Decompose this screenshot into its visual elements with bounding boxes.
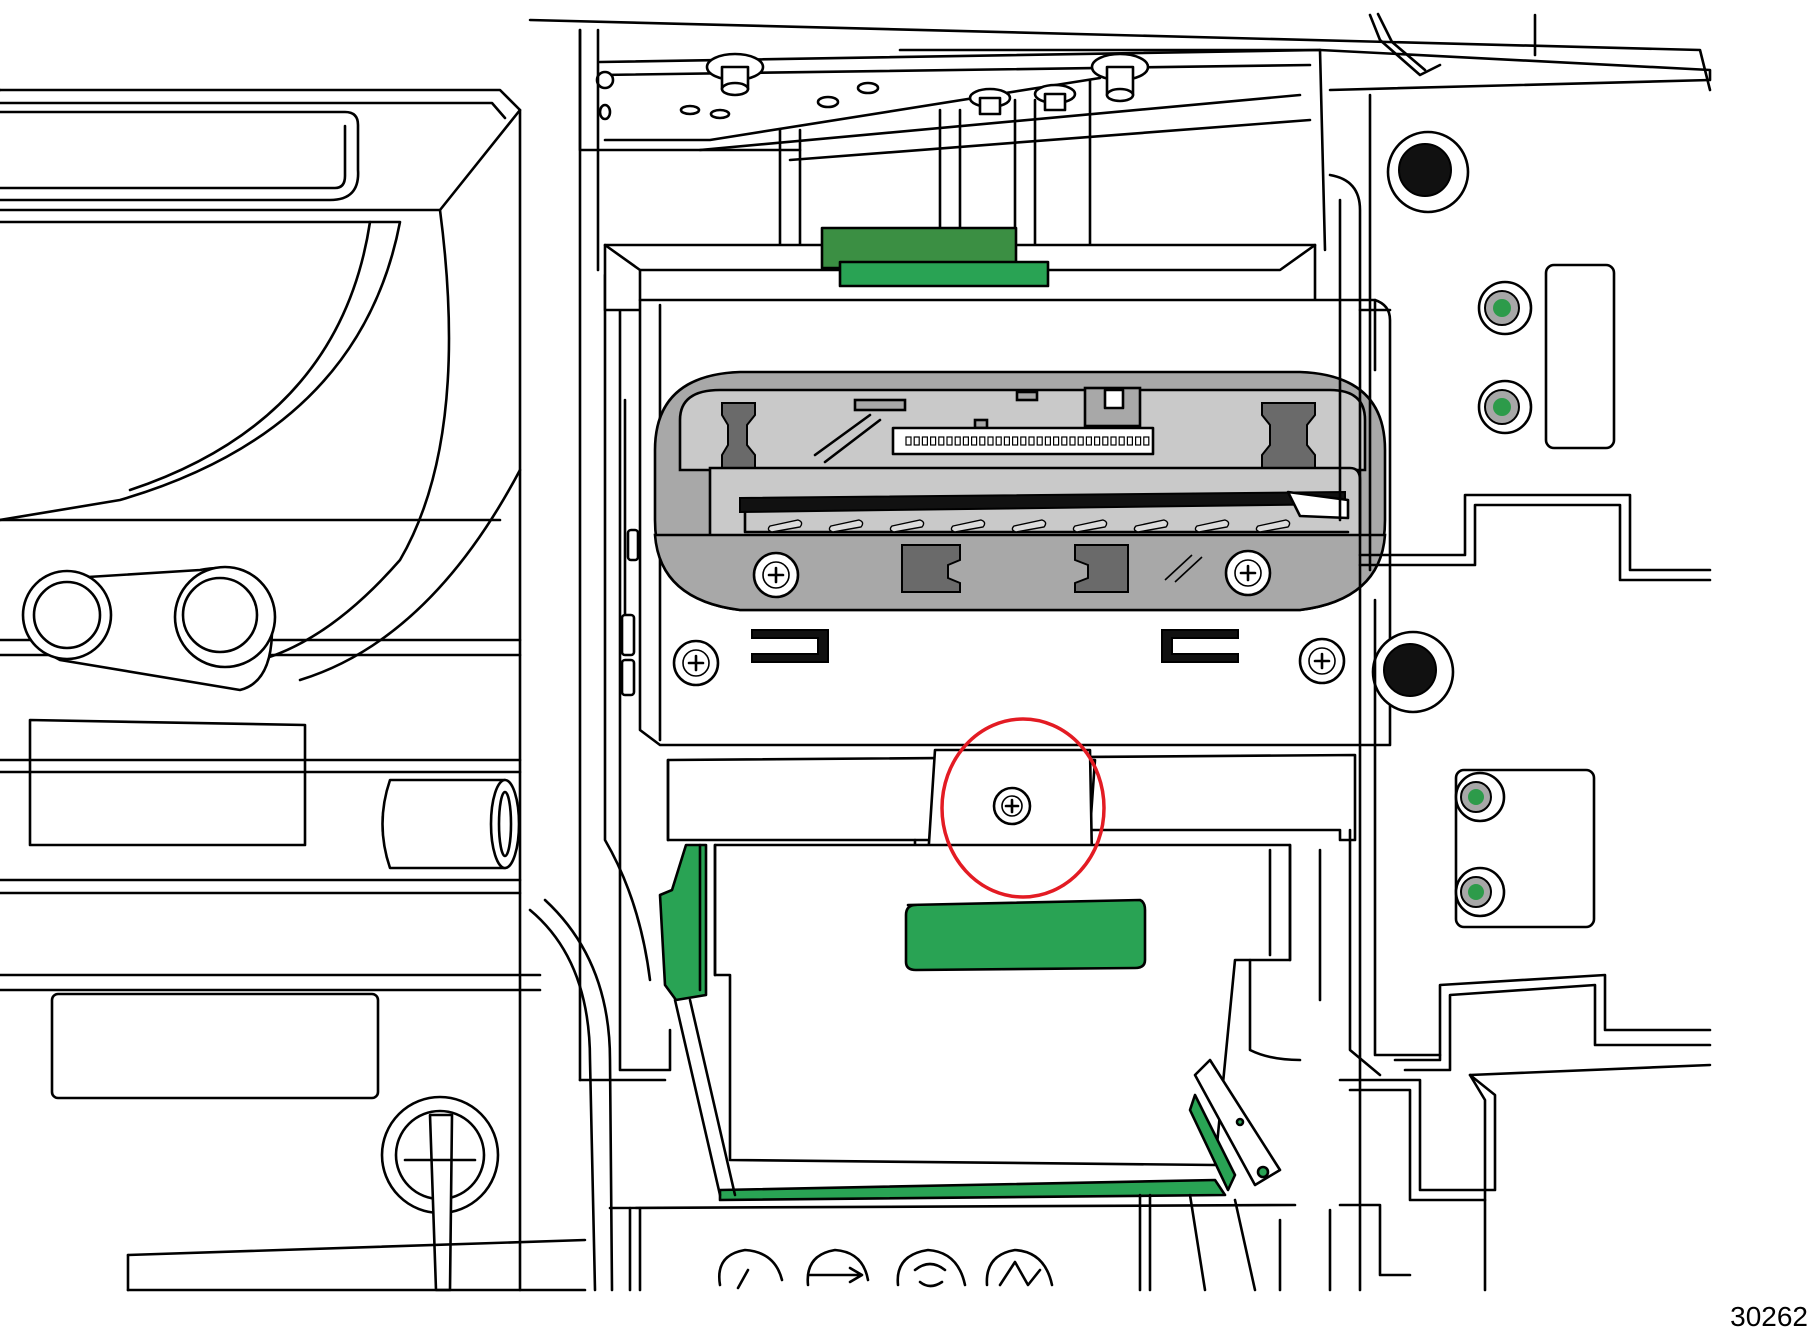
nut-icon — [1033, 83, 1077, 112]
pin — [1085, 436, 1093, 446]
center-housing — [578, 28, 1392, 1292]
pin — [946, 436, 953, 446]
highlighted-screw — [940, 717, 1106, 899]
pin — [995, 436, 1002, 446]
contact — [767, 519, 803, 533]
screw-icon — [672, 639, 720, 687]
pin — [1134, 436, 1142, 446]
pin — [979, 436, 986, 446]
pin — [1011, 436, 1019, 446]
nut-icon — [968, 87, 1012, 116]
contact — [1133, 519, 1169, 533]
pin — [905, 436, 912, 446]
pin — [913, 436, 920, 446]
screw-icon — [1298, 637, 1346, 685]
contact — [1011, 519, 1047, 533]
screw-icon — [992, 786, 1032, 826]
pin — [1052, 436, 1060, 446]
pin — [970, 436, 978, 446]
cycle-arrows-icon — [896, 1248, 967, 1288]
nut-icon — [705, 52, 765, 97]
rotate-arrow-icon — [717, 1248, 784, 1290]
pin — [962, 436, 970, 446]
pin — [938, 436, 945, 446]
pin — [1093, 436, 1101, 446]
pin — [1110, 436, 1117, 446]
pin — [1126, 436, 1134, 446]
pin — [1069, 436, 1076, 446]
contact — [889, 519, 925, 533]
contact — [828, 519, 864, 533]
pin — [954, 436, 961, 446]
pin — [1028, 436, 1035, 446]
contact — [1255, 519, 1291, 533]
pin — [921, 436, 929, 446]
highlight-circle — [940, 717, 1106, 899]
pin-row — [905, 436, 1150, 446]
pin — [987, 436, 994, 446]
pin — [1102, 436, 1109, 446]
pin — [929, 436, 937, 446]
left-housing — [0, 88, 614, 1292]
arrow-right-icon — [806, 1248, 870, 1287]
top-mechanism — [0, 18, 1712, 252]
pin — [1061, 436, 1068, 446]
pin — [1036, 436, 1043, 446]
contact-row — [767, 519, 1291, 533]
rotate-arrow-icon — [985, 1248, 1054, 1287]
pin — [1003, 436, 1011, 446]
led-icon — [1477, 280, 1533, 336]
led-icon — [1454, 771, 1506, 823]
led-icon — [1477, 379, 1533, 435]
pin — [1077, 436, 1084, 446]
pin — [1143, 436, 1150, 446]
nut-icon — [1090, 52, 1150, 103]
pin — [1020, 436, 1027, 446]
right-housing — [1318, 12, 1712, 1292]
screw-icon — [752, 551, 800, 599]
pin — [1044, 436, 1052, 446]
figure-number: 30262 — [1730, 1301, 1808, 1332]
pin — [1118, 436, 1125, 446]
contact — [1072, 519, 1108, 533]
screw-icon — [1224, 549, 1272, 597]
contact — [1194, 519, 1230, 533]
led-icon — [1454, 866, 1506, 918]
contact — [950, 519, 986, 533]
